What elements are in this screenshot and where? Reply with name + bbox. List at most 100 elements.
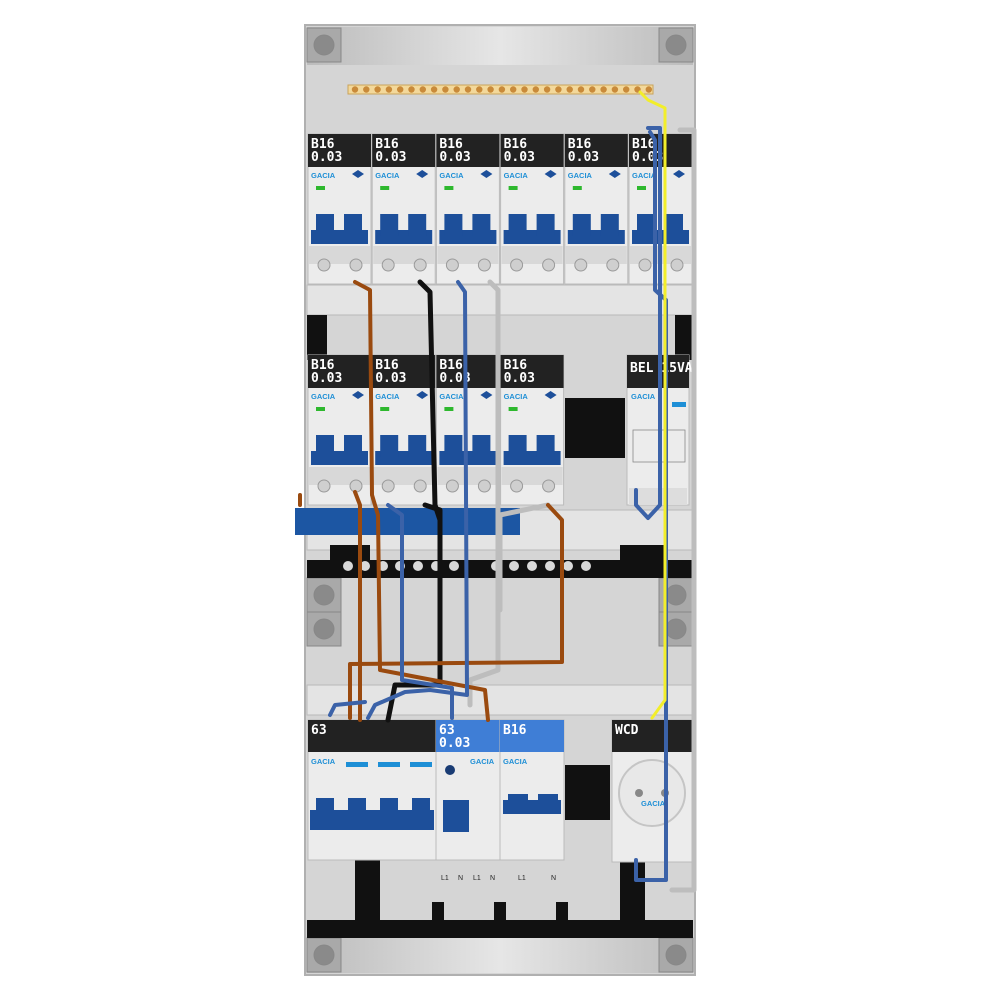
breaker-sensitivity: 0.03 — [375, 371, 406, 386]
breaker-rating: B16 — [375, 358, 399, 373]
din-socket[interactable]: WCD GACIA — [611, 719, 693, 863]
breaker-row-2: B160.03GACIAB160.03GACIAB160.03GACIAB160… — [307, 354, 565, 506]
neutral-screw — [509, 561, 519, 571]
rcbo[interactable]: B16 GACIA — [499, 719, 565, 861]
breaker-rating: B16 — [504, 137, 528, 152]
earth-screw — [397, 86, 404, 93]
breaker-brand: GACIA — [311, 392, 336, 401]
terminal-label: N — [551, 875, 556, 882]
terminal-label: L1 — [441, 875, 449, 882]
earth-screw — [442, 86, 449, 93]
transformer-brand: GACIA — [631, 392, 656, 401]
breaker-rating: B16 — [632, 137, 656, 152]
breaker-sensitivity: 0.03 — [568, 150, 599, 165]
breaker-brand: GACIA — [504, 392, 529, 401]
main-switch-label: 63 — [311, 723, 327, 738]
wire-blue — [366, 280, 469, 720]
rcd-label-rating: 63 — [439, 723, 455, 738]
breaker-brand: GACIA — [439, 171, 464, 180]
breaker-rating: B16 — [375, 137, 399, 152]
wiring — [298, 90, 697, 893]
earth-rail-screws — [351, 86, 652, 93]
breaker-brand: GACIA — [439, 392, 464, 401]
earth-screw — [363, 86, 370, 93]
neutral-screw — [527, 561, 537, 571]
earth-screw — [645, 86, 652, 93]
rail-black-side-right — [675, 315, 693, 360]
earth-screw — [498, 86, 506, 93]
earth-screw — [543, 86, 551, 93]
breaker-rating: B16 — [439, 137, 463, 152]
breaker-rating: B16 — [311, 358, 335, 373]
earth-screw — [351, 86, 359, 93]
neutral-screw — [545, 561, 555, 571]
earth-screw — [487, 86, 494, 93]
neutral-screw — [581, 561, 591, 571]
main-switch[interactable]: 63 GACIA — [307, 719, 437, 861]
rail-black-1 — [565, 398, 625, 458]
rcd-test-button[interactable] — [445, 765, 455, 775]
breaker-rating: B16 — [504, 358, 528, 373]
breaker-brand: GACIA — [375, 392, 400, 401]
neutral-screw — [343, 561, 353, 571]
breaker-rating: B16 — [568, 137, 592, 152]
earth-screw — [566, 86, 573, 93]
wire-brown — [348, 503, 564, 720]
rail-black-side-left — [307, 315, 327, 360]
breaker-row-1: B160.03GACIAB160.03GACIAB160.03GACIAB160… — [307, 133, 693, 285]
socket-label: WCD — [615, 723, 639, 738]
wire-grey — [669, 127, 697, 893]
earth-screw — [510, 86, 517, 93]
terminal-label: N — [490, 875, 495, 882]
neutral-screw — [563, 561, 573, 571]
earth-screw — [521, 86, 528, 93]
socket-brand: GACIA — [641, 799, 666, 808]
earth-screw — [476, 86, 483, 93]
earth-screw — [577, 86, 585, 93]
neutral-bar-bottom — [307, 860, 693, 938]
earth-screw — [464, 86, 472, 93]
wire-brown — [353, 490, 362, 722]
rcbo-brand: GACIA — [503, 757, 528, 766]
wire-blue — [386, 503, 454, 720]
rcd-brand: GACIA — [470, 757, 495, 766]
earth-screw — [589, 86, 596, 93]
breaker-brand: GACIA — [568, 171, 593, 180]
terminal-label: N — [458, 875, 463, 882]
neutral-screw — [360, 561, 370, 571]
rail-black-2 — [565, 765, 610, 820]
rcd-label-sensitivity: 0.03 — [439, 736, 470, 751]
breaker-sensitivity: 0.03 — [375, 150, 406, 165]
breaker-rating: B16 — [439, 358, 463, 373]
wire-yellow — [638, 90, 667, 720]
wire-grey — [497, 502, 551, 613]
breaker-sensitivity: 0.03 — [439, 150, 470, 165]
breaker-sensitivity: 0.03 — [504, 371, 535, 386]
earth-screw — [532, 86, 539, 93]
rcbo-label: B16 — [503, 723, 527, 738]
rcd-toggle[interactable] — [443, 800, 469, 832]
earth-screw — [385, 86, 393, 93]
wire-black — [422, 502, 443, 543]
breaker-brand: GACIA — [375, 171, 400, 180]
rcd[interactable]: 63 0.03 GACIA — [435, 719, 501, 861]
breaker-sensitivity: 0.03 — [311, 150, 342, 165]
breaker-sensitivity: 0.03 — [504, 150, 535, 165]
earth-screw — [623, 86, 630, 93]
earth-screw — [453, 86, 460, 93]
breaker-brand: GACIA — [504, 171, 529, 180]
top-cover-strip — [307, 27, 693, 65]
main-switch-brand: GACIA — [311, 757, 336, 766]
bottom-cover-strip — [307, 937, 693, 973]
breaker-sensitivity: 0.03 — [311, 371, 342, 386]
earth-screw — [430, 86, 438, 93]
